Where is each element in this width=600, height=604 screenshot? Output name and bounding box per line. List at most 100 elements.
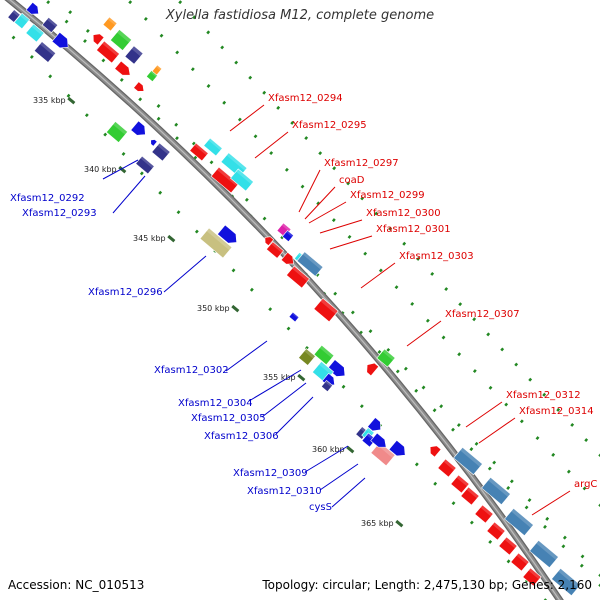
tick-dot xyxy=(598,453,600,458)
feature-block xyxy=(366,362,380,377)
tick-dot xyxy=(582,486,587,491)
tick-dot xyxy=(269,151,274,156)
feature-block xyxy=(25,1,39,15)
feature-block xyxy=(7,9,21,23)
feature-box xyxy=(551,567,581,597)
tick-dot xyxy=(570,423,575,427)
tick-dot xyxy=(286,326,291,331)
tick-dot xyxy=(598,573,600,578)
tick-dot xyxy=(363,251,368,256)
leader-line xyxy=(248,369,302,402)
tick-dot xyxy=(192,15,197,20)
feature-arrow xyxy=(280,251,294,265)
tick-dot xyxy=(262,216,267,221)
tick-dot xyxy=(441,335,446,340)
feature-arrow xyxy=(114,60,131,76)
feature-shine xyxy=(107,16,118,26)
tick-dot xyxy=(556,407,561,412)
feature-block xyxy=(510,552,530,572)
feature-shine xyxy=(39,41,56,56)
tick-dot xyxy=(176,210,181,215)
feature-block xyxy=(504,507,534,537)
tick-dot xyxy=(416,256,421,261)
feature-arrow xyxy=(264,236,275,247)
feature-block xyxy=(522,567,542,587)
tick-dot xyxy=(433,481,438,486)
tick-dot xyxy=(341,384,346,389)
gene-label-argC: argC xyxy=(574,479,597,490)
tick-label: 360 kbp xyxy=(312,445,345,454)
gene-label-Xfasm12_0302: Xfasm12_0302 xyxy=(154,365,229,376)
tick-dot xyxy=(469,520,474,525)
feature-block xyxy=(286,265,310,289)
feature-box xyxy=(210,166,240,194)
feature-box xyxy=(361,432,377,448)
tick-dot xyxy=(103,132,108,137)
tick-dot xyxy=(458,302,463,307)
tick-dot xyxy=(220,45,225,50)
feature-shine xyxy=(226,152,248,171)
feature-arrow xyxy=(51,31,69,49)
feature-block xyxy=(51,31,69,49)
tick-dot xyxy=(316,201,321,206)
gene-label-Xfasm12_0296: Xfasm12_0296 xyxy=(88,287,163,298)
feature-box xyxy=(13,12,31,30)
feature-box xyxy=(370,441,396,467)
tick-dot xyxy=(159,33,164,38)
feature-box xyxy=(313,297,339,323)
genome-title: Xylella fastidiosa M12, complete genome xyxy=(165,8,435,23)
feature-box xyxy=(510,552,530,572)
feature-arrow xyxy=(25,1,39,15)
leader-line xyxy=(298,169,321,213)
feature-shine xyxy=(271,241,284,253)
tick-dot xyxy=(543,524,547,529)
gene-label-Xfasm12_0307: Xfasm12_0307 xyxy=(445,309,520,320)
tick-dot xyxy=(500,347,505,352)
tick-dot xyxy=(222,100,227,105)
tick-dot xyxy=(504,402,509,407)
leader-line xyxy=(163,255,207,293)
tick-dot xyxy=(410,302,415,306)
tick-dot xyxy=(231,268,236,273)
feature-blocks xyxy=(7,1,581,597)
feature-shine xyxy=(216,167,239,187)
gene-label-Xfasm12_0293: Xfasm12_0293 xyxy=(22,208,97,219)
feature-block xyxy=(151,142,171,162)
gene-labels: Xfasm12_0294Xfasm12_0295Xfasm12_0297coaD… xyxy=(10,93,597,516)
gene-label-Xfasm12_0306: Xfasm12_0306 xyxy=(204,431,279,442)
leader-line xyxy=(331,477,366,508)
tick-dot xyxy=(290,121,295,125)
feature-block xyxy=(551,567,581,597)
gene-label-Xfasm12_0314: Xfasm12_0314 xyxy=(519,406,594,417)
feature-shine xyxy=(320,298,339,315)
tick-dot xyxy=(421,385,426,390)
leader-line xyxy=(308,201,347,224)
feature-block xyxy=(298,348,316,366)
feature-box xyxy=(7,9,21,23)
tick-dot xyxy=(486,332,491,337)
gene-label-Xfasm12_0294: Xfasm12_0294 xyxy=(268,93,343,104)
leader-line xyxy=(275,396,314,435)
tick-label: 350 kbp xyxy=(197,304,230,313)
tick-dot xyxy=(206,30,211,35)
tick-dot xyxy=(542,392,547,397)
tick-dot xyxy=(579,563,584,568)
gene-label-Xfasm12_0297: Xfasm12_0297 xyxy=(324,158,399,169)
tick-dot xyxy=(350,310,355,315)
gene-label-Xfasm12_0299: Xfasm12_0299 xyxy=(350,190,425,201)
feature-shine xyxy=(292,265,310,282)
feature-block xyxy=(189,142,209,162)
leader-line xyxy=(319,463,359,491)
tick-dot xyxy=(439,404,444,409)
feature-block xyxy=(288,311,300,323)
tick-dot xyxy=(506,559,511,564)
tick-dot xyxy=(425,318,430,323)
tick-dot xyxy=(359,404,364,409)
tick-mark xyxy=(167,234,176,243)
feature-block xyxy=(105,121,129,143)
feature-block xyxy=(210,166,240,194)
feature-block xyxy=(151,64,163,76)
leader-line xyxy=(478,417,516,444)
